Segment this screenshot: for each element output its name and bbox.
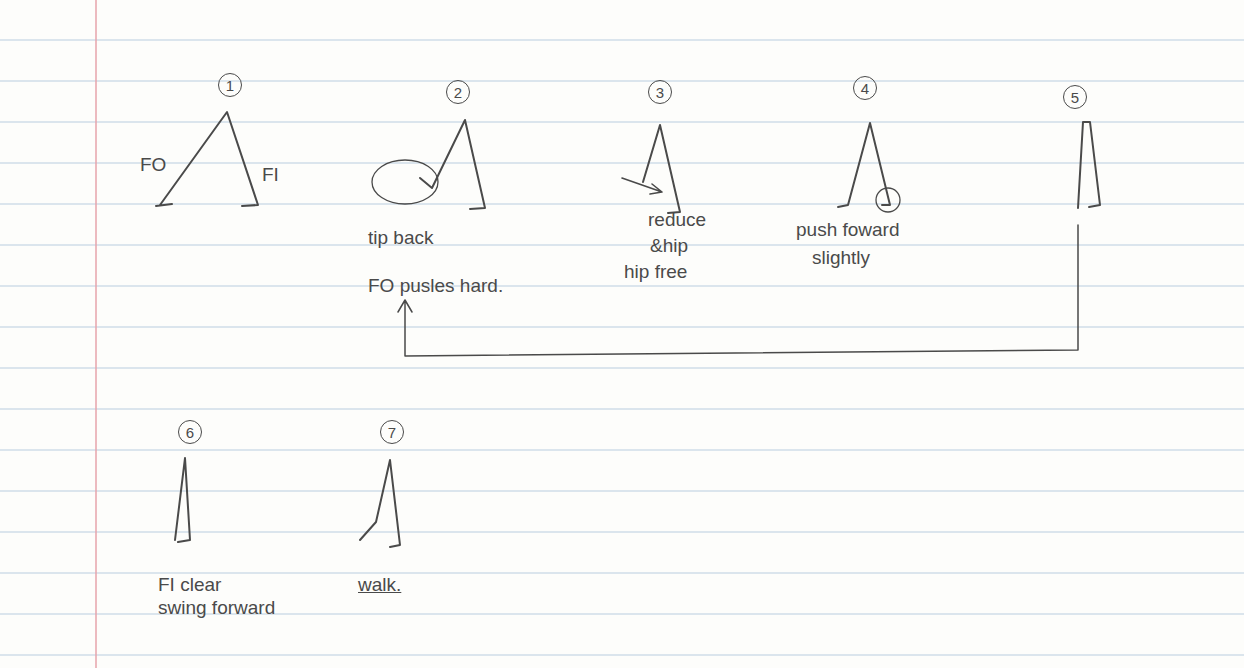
step-number: 2 — [446, 80, 470, 104]
ruled-lines — [0, 40, 1244, 655]
legs-push — [838, 123, 890, 207]
legs-reduce — [643, 125, 680, 213]
handwritten-note: swing forward — [158, 598, 275, 619]
step-number: 6 — [178, 420, 202, 444]
handwritten-note: walk. — [358, 575, 401, 596]
step-number: 4 — [853, 76, 877, 100]
handwritten-note: slightly — [812, 248, 870, 269]
handwritten-note: hip free — [624, 262, 687, 283]
handwritten-note: push foward — [796, 220, 900, 241]
highlight-circle — [876, 188, 900, 212]
handwritten-note: FI clear — [158, 575, 221, 596]
step-number: 7 — [380, 420, 404, 444]
legs-together — [1078, 122, 1100, 208]
legs-clear — [175, 458, 190, 542]
step-number-text: 1 — [226, 78, 234, 93]
handwritten-note: tip back — [368, 228, 433, 249]
step-number-text: 7 — [388, 425, 396, 440]
step-number-text: 5 — [1071, 90, 1079, 105]
handwritten-note: reduce — [648, 210, 706, 231]
motion-arrow — [622, 178, 662, 194]
handwritten-note: FI — [262, 165, 279, 186]
legs-stance — [156, 112, 258, 206]
highlight-circle — [372, 160, 438, 204]
step-number: 5 — [1063, 85, 1087, 109]
legs-tip-back — [420, 120, 485, 209]
step-number: 1 — [218, 73, 242, 97]
step-number-text: 3 — [656, 85, 664, 100]
handwritten-note: FO pusles hard. — [368, 276, 503, 297]
step-number: 3 — [648, 80, 672, 104]
margin-line — [95, 0, 97, 668]
stick-figures — [156, 112, 1100, 547]
handwritten-note: FO — [140, 155, 166, 176]
step-number-text: 2 — [454, 85, 462, 100]
step-number-text: 4 — [861, 81, 869, 96]
step-number-text: 6 — [186, 425, 194, 440]
handwritten-note: &hip — [650, 236, 688, 257]
legs-walk — [360, 460, 400, 547]
